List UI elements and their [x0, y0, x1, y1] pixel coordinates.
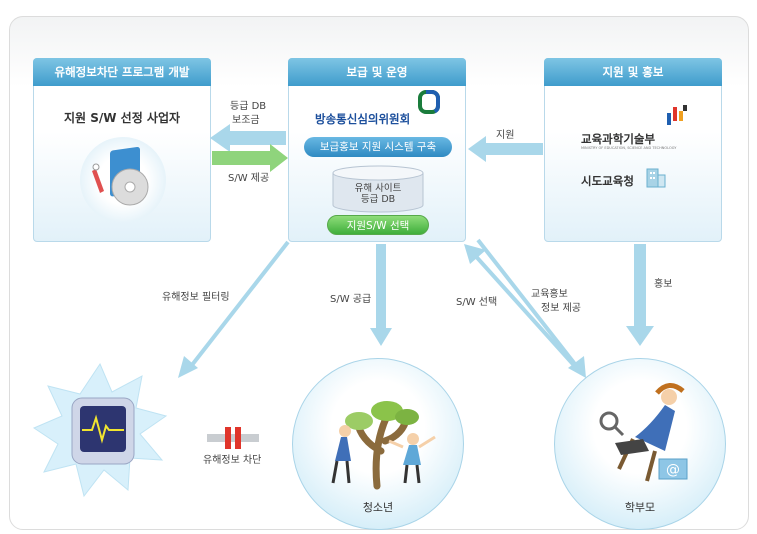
label-grade-db: 등급 DB [230, 101, 267, 112]
parents-label: 학부모 [624, 501, 656, 514]
panel-support-header: 지원 및 홍보 [544, 58, 722, 86]
label-filtering: 유해정보 필터링 [162, 292, 230, 303]
ministry-logo-icon [667, 105, 687, 125]
youth-label: 청소년 [362, 501, 394, 514]
software-cd-icon [80, 137, 166, 223]
label-subsidy: 보조금 [232, 115, 260, 126]
block-barrier-icon [207, 427, 259, 449]
ministry-name: 교육과학기술부 [581, 132, 656, 146]
arrow-left-to-center [212, 144, 288, 172]
kcsc-logo-icon [418, 90, 440, 114]
youth-tree-illustration [331, 401, 436, 490]
ministry-subtitle: MINISTRY OF EDUCATION, SCIENCE AND TECHN… [581, 146, 677, 150]
database-icon [332, 165, 424, 213]
arrow-center-to-parents [476, 238, 580, 370]
panel-distribution-header: 보급 및 운영 [288, 58, 466, 86]
office-name: 시도교육청 [581, 174, 634, 188]
label-support: 지원 [496, 130, 515, 141]
system-build-pill: 보급홍보 지원 시스템 구축 [304, 137, 452, 157]
panel-developer: 유해정보차단 프로그램 개발 지원 S/W 선정 사업자 [33, 58, 211, 242]
youth-circle: 청소년 [292, 358, 464, 530]
arrow-right-to-center [468, 136, 543, 162]
select-sw-pill: 지원S/W 선택 [327, 215, 429, 235]
arrow-parents-to-center [470, 250, 582, 374]
arrow-center-to-left [210, 124, 286, 152]
label-info-provide: 정보 제공 [541, 303, 581, 314]
parent-laptop-illustration: @ [599, 383, 688, 482]
db-label-line2: 등급 DB [360, 194, 396, 205]
label-edu-promo: 교육홍보 [531, 289, 568, 300]
panel-developer-header: 유해정보차단 프로그램 개발 [33, 58, 211, 86]
arrow-center-to-monitor [190, 240, 290, 367]
label-sw-provide: S/W 제공 [228, 173, 270, 184]
arrow-center-to-youth [370, 244, 392, 346]
developer-title: 지원 S/W 선정 사업자 [63, 111, 181, 125]
label-sw-supply: S/W 공급 [330, 294, 372, 305]
panel-support: 지원 및 홍보 교육과학기술부 MINISTRY OF EDUCATION, S… [544, 58, 722, 242]
building-icon [646, 168, 666, 188]
monitor-starburst-icon [32, 362, 168, 498]
arrow-support-to-parents [626, 244, 654, 346]
panel-distribution: 보급 및 운영 방송통신심의위원회 보급홍보 지원 시스템 구축 유해 사이트 … [288, 58, 466, 242]
db-label-line1: 유해 사이트 [354, 183, 402, 194]
svg-text:@: @ [666, 462, 680, 478]
parents-circle: @ 학부모 [554, 358, 726, 530]
kcsc-org-name: 방송통신심의위원회 [315, 112, 411, 126]
label-promo: 홍보 [654, 279, 673, 290]
label-block: 유해정보 차단 [203, 455, 262, 466]
label-sw-select: S/W 선택 [456, 297, 498, 308]
